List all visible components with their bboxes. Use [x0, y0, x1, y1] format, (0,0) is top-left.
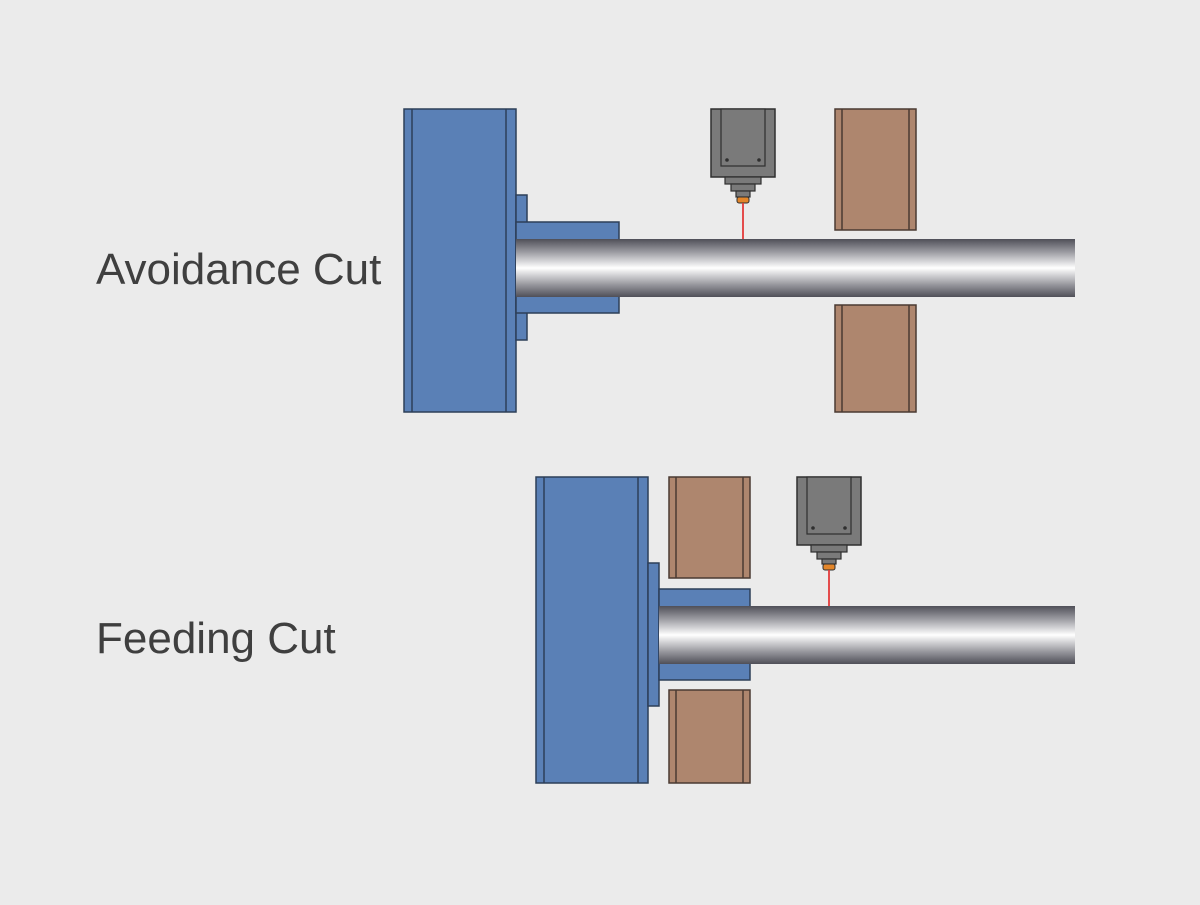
feeding-cut-scene [535, 476, 1075, 784]
lower-tube-support-icon [668, 689, 751, 784]
upper-tube-support-icon [668, 476, 751, 579]
avoidance-cut-label: Avoidance Cut [96, 245, 382, 294]
laser-cutting-head-icon [796, 476, 862, 571]
feeding-cut-label: Feeding Cut [96, 614, 336, 663]
tube-icon [516, 239, 1075, 297]
laser-cutting-head-icon [710, 108, 776, 204]
tube-icon [659, 606, 1075, 664]
lower-tube-support-icon [834, 304, 917, 413]
upper-tube-support-icon [834, 108, 917, 231]
avoidance-cut-scene [403, 108, 1075, 413]
